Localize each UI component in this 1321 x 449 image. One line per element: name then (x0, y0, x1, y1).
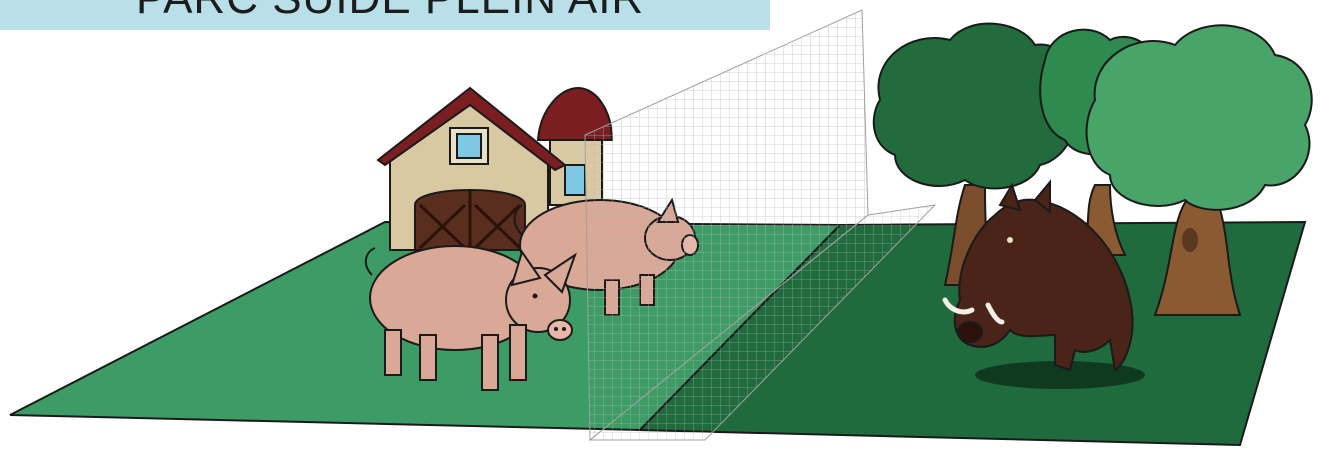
title-banner: PARC SUIDE PLEIN AIR (0, 0, 770, 30)
page-title: PARC SUIDE PLEIN AIR (136, 0, 644, 24)
